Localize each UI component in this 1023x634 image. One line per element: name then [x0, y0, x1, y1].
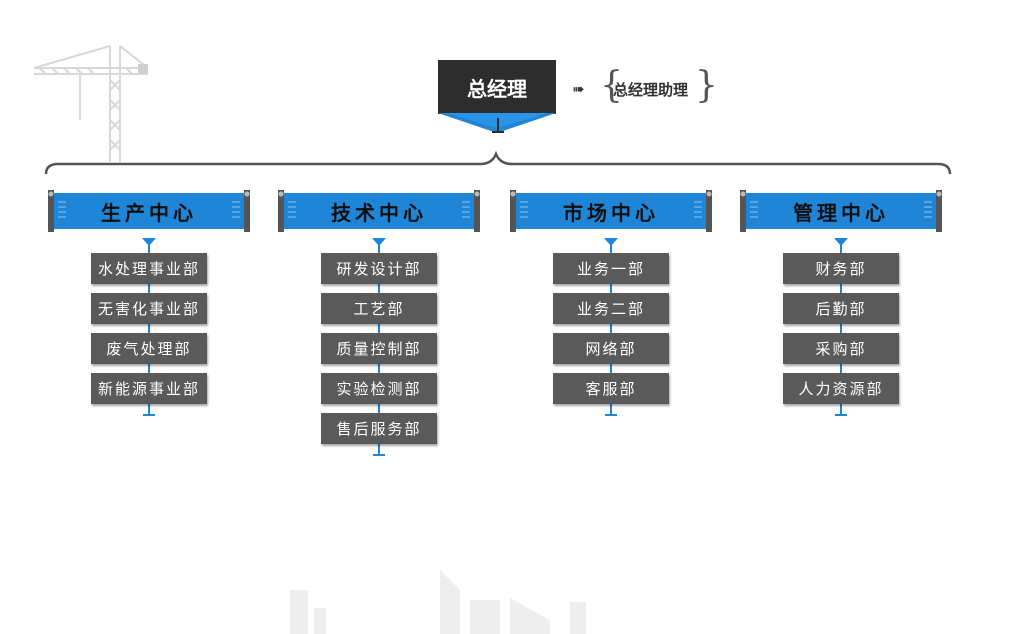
department-box: 废气处理部	[91, 333, 207, 364]
center-banner: 生产中心	[48, 190, 250, 232]
org-brace-connector	[44, 150, 952, 175]
center-label: 管理中心	[793, 200, 889, 225]
center-label: 市场中心	[563, 200, 659, 225]
department-connector-line	[148, 245, 150, 414]
department-box: 无害化事业部	[91, 293, 207, 324]
department-box: 网络部	[553, 333, 669, 364]
connector-endcap	[373, 454, 385, 456]
center-banner: 市场中心	[510, 190, 712, 232]
right-brace-icon: }	[695, 65, 718, 106]
down-triangle-icon	[142, 238, 156, 246]
department-box: 人力资源部	[783, 373, 899, 404]
department-box: 水处理事业部	[91, 253, 207, 284]
department-connector-line	[610, 245, 612, 414]
connector-endcap	[143, 414, 155, 416]
arrow-right-icon: ➠	[572, 80, 585, 98]
connector-endcap	[605, 414, 617, 416]
department-box: 研发设计部	[321, 253, 437, 284]
department-box: 采购部	[783, 333, 899, 364]
department-box: 财务部	[783, 253, 899, 284]
department-box: 客服部	[553, 373, 669, 404]
department-box: 后勤部	[783, 293, 899, 324]
down-triangle-icon	[834, 238, 848, 246]
city-skyline-watermark	[290, 570, 586, 634]
center-banner: 技术中心	[278, 190, 480, 232]
department-box: 质量控制部	[321, 333, 437, 364]
department-box: 业务二部	[553, 293, 669, 324]
center-banner: 管理中心	[740, 190, 942, 232]
connector-endcap	[835, 414, 847, 416]
general-manager-label: 总经理	[467, 76, 527, 101]
department-box: 实验检测部	[321, 373, 437, 404]
down-triangle-icon	[604, 238, 618, 246]
department-connector-line	[840, 245, 842, 414]
general-manager-box: 总经理	[438, 60, 556, 114]
crane-watermark	[33, 45, 149, 162]
center-label: 生产中心	[101, 200, 197, 225]
left-brace-icon: {	[600, 65, 623, 106]
department-box: 新能源事业部	[91, 373, 207, 404]
center-label: 技术中心	[331, 200, 427, 225]
assistant-label: 总经理助理	[613, 81, 689, 99]
department-box: 售后服务部	[321, 413, 437, 444]
department-box: 业务一部	[553, 253, 669, 284]
general-manager-connector	[492, 118, 504, 133]
department-box: 工艺部	[321, 293, 437, 324]
down-triangle-icon	[372, 238, 386, 246]
